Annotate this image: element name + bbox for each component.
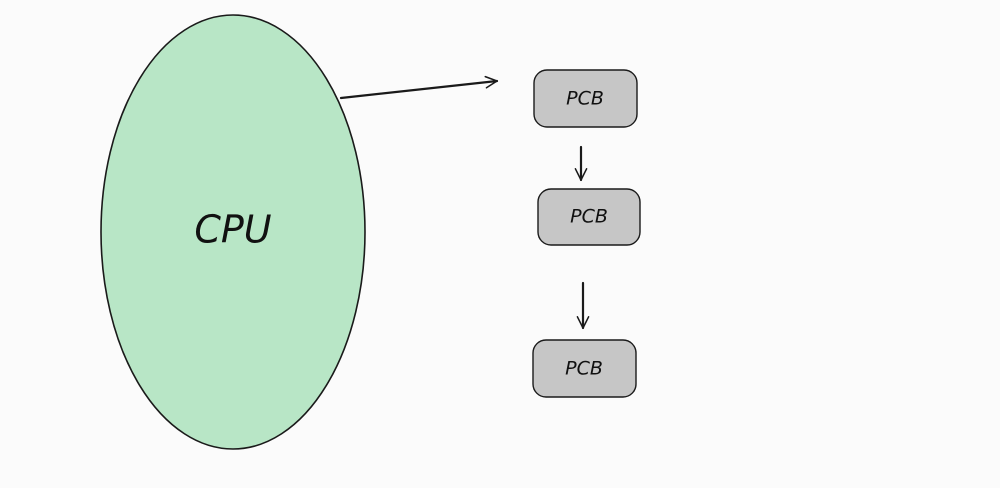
pcb-label: PCB xyxy=(570,206,608,228)
cpu-to-pcb-arrow xyxy=(339,75,499,100)
cpu-node: CPU xyxy=(100,14,366,450)
pcb-node: PCB xyxy=(533,69,638,128)
pcb-label: PCB xyxy=(566,88,604,110)
pcb-label: PCB xyxy=(565,358,603,380)
pcb-node: PCB xyxy=(537,188,641,246)
pcb-box xyxy=(532,339,637,398)
pcb-box xyxy=(537,188,641,246)
pcb-node: PCB xyxy=(532,339,637,398)
pcb-box xyxy=(533,69,638,128)
cpu-ellipse xyxy=(100,14,366,450)
cpu-label: CPU xyxy=(194,208,271,252)
